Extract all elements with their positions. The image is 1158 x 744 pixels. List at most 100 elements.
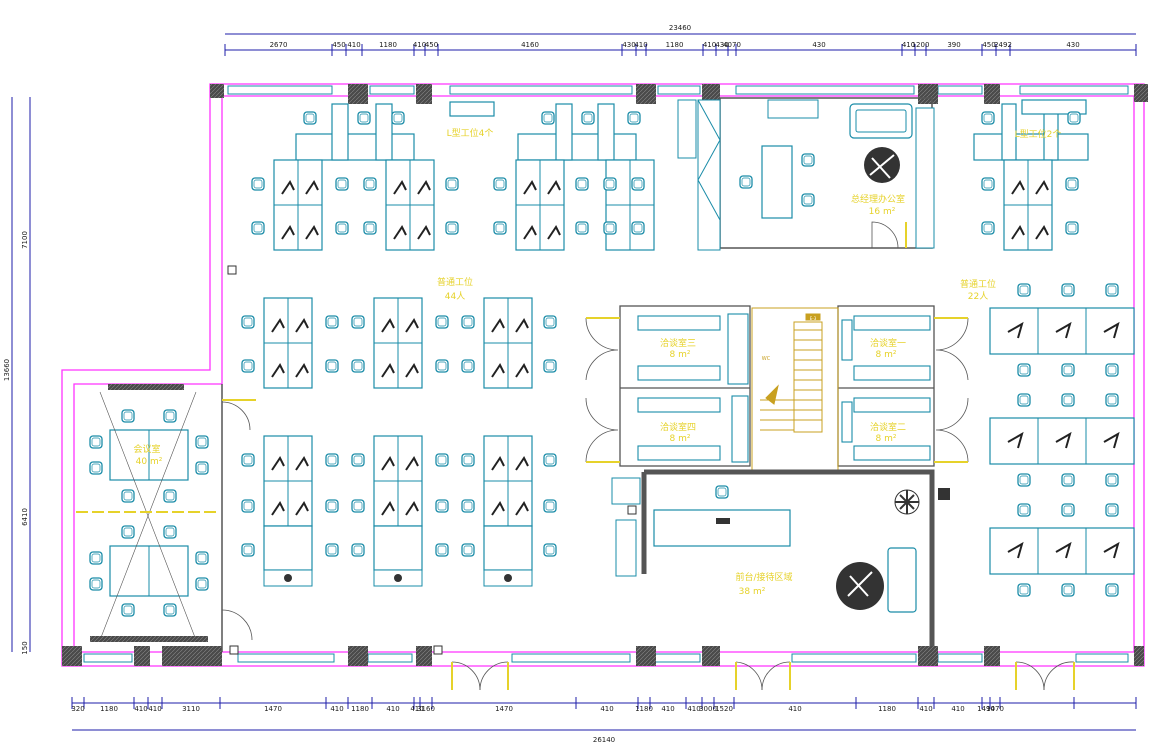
chair	[335, 221, 349, 235]
bottom-total-dimension: 26140	[593, 736, 615, 744]
stair-tag: E-3	[810, 316, 817, 321]
chair	[351, 499, 365, 513]
bottom-dimension-label: 1180	[878, 705, 896, 713]
middle-desk-clusters	[263, 297, 533, 389]
bottom-dimension-label: 410	[661, 705, 674, 713]
chair	[1105, 473, 1119, 487]
chair	[461, 543, 475, 557]
bottom-dimension-label: 410	[386, 705, 399, 713]
general-manager-area: 16 m²	[869, 207, 896, 217]
chair	[1105, 393, 1119, 407]
conference-room-area: 40 m²	[136, 457, 163, 467]
right-desk-rows	[989, 307, 1135, 575]
chair	[251, 221, 265, 235]
open-office-left-count: 44人	[445, 291, 465, 302]
bottom-dimension-label: 410	[951, 705, 964, 713]
conference-room	[76, 384, 256, 652]
bottom-dimension-ticks	[71, 697, 1137, 709]
chair	[251, 177, 265, 191]
chair	[1065, 177, 1079, 191]
chair	[241, 359, 255, 373]
chair	[325, 499, 339, 513]
chair	[163, 525, 177, 539]
top-dimension-label: 1180	[666, 41, 684, 49]
chair	[543, 543, 557, 557]
left-dimension-small: 150	[21, 641, 29, 654]
chair	[121, 489, 135, 503]
chair	[89, 461, 103, 475]
chair	[445, 221, 459, 235]
chair	[325, 315, 339, 329]
chair	[543, 315, 557, 329]
top-dimension-label: 410	[703, 41, 716, 49]
chair	[335, 177, 349, 191]
chair	[631, 177, 645, 191]
chair	[631, 221, 645, 235]
chair	[981, 221, 995, 235]
chair	[1017, 583, 1031, 597]
reception-chair	[715, 485, 729, 499]
chair	[163, 409, 177, 423]
chair	[1017, 363, 1031, 377]
chair	[493, 177, 507, 191]
chair	[1105, 583, 1119, 597]
chair	[351, 453, 365, 467]
chair	[435, 359, 449, 373]
chair	[1061, 363, 1075, 377]
chair	[445, 177, 459, 191]
reception-area	[611, 469, 950, 646]
chair	[121, 603, 135, 617]
top-dimension-label: 450	[425, 41, 438, 49]
chair	[121, 409, 135, 423]
top-dimension-label: 450	[332, 41, 345, 49]
chair	[163, 603, 177, 617]
bottom-dimension-label: 410	[410, 705, 423, 713]
chair	[1061, 473, 1075, 487]
chair	[461, 315, 475, 329]
chair	[89, 435, 103, 449]
exterior-doors[interactable]	[451, 661, 1075, 691]
chair	[325, 543, 339, 557]
top-dimension-label: 430	[715, 41, 728, 49]
chair	[163, 489, 177, 503]
bottom-dimension-label: 3110	[182, 705, 200, 713]
chair	[1105, 503, 1119, 517]
outlets	[227, 265, 637, 655]
chair	[461, 359, 475, 373]
chair	[435, 315, 449, 329]
chair	[195, 461, 209, 475]
chair	[1017, 393, 1031, 407]
outer-walls	[61, 83, 1145, 667]
bottom-dimension-label: 1490	[977, 705, 995, 713]
meeting-room-doors[interactable]	[585, 317, 969, 463]
meeting-room-2-label: 洽谈室二	[870, 421, 906, 433]
chair	[89, 577, 103, 591]
chair	[1105, 363, 1119, 377]
chair	[195, 435, 209, 449]
meeting-room-2-area: 8 m²	[876, 434, 897, 444]
reception-label: 前台/接待区域	[735, 571, 792, 583]
general-manager-office	[677, 97, 935, 251]
chair	[1061, 393, 1075, 407]
meeting-room-1-area: 8 m²	[876, 350, 897, 360]
chair	[1017, 283, 1031, 297]
chair	[351, 543, 365, 557]
top-dimension-label: 410	[634, 41, 647, 49]
chair	[351, 359, 365, 373]
top-total-dimension: 23460	[669, 24, 691, 32]
chair	[325, 453, 339, 467]
top-dimension-label: 410	[347, 41, 360, 49]
chair	[575, 177, 589, 191]
chair	[1061, 583, 1075, 597]
chair	[493, 221, 507, 235]
chair	[89, 551, 103, 565]
windows	[83, 85, 1129, 663]
top-dimension-label: 410	[902, 41, 915, 49]
top-dimension-label: 430	[1066, 41, 1079, 49]
chair	[543, 499, 557, 513]
chair	[195, 551, 209, 565]
chair	[1105, 283, 1119, 297]
